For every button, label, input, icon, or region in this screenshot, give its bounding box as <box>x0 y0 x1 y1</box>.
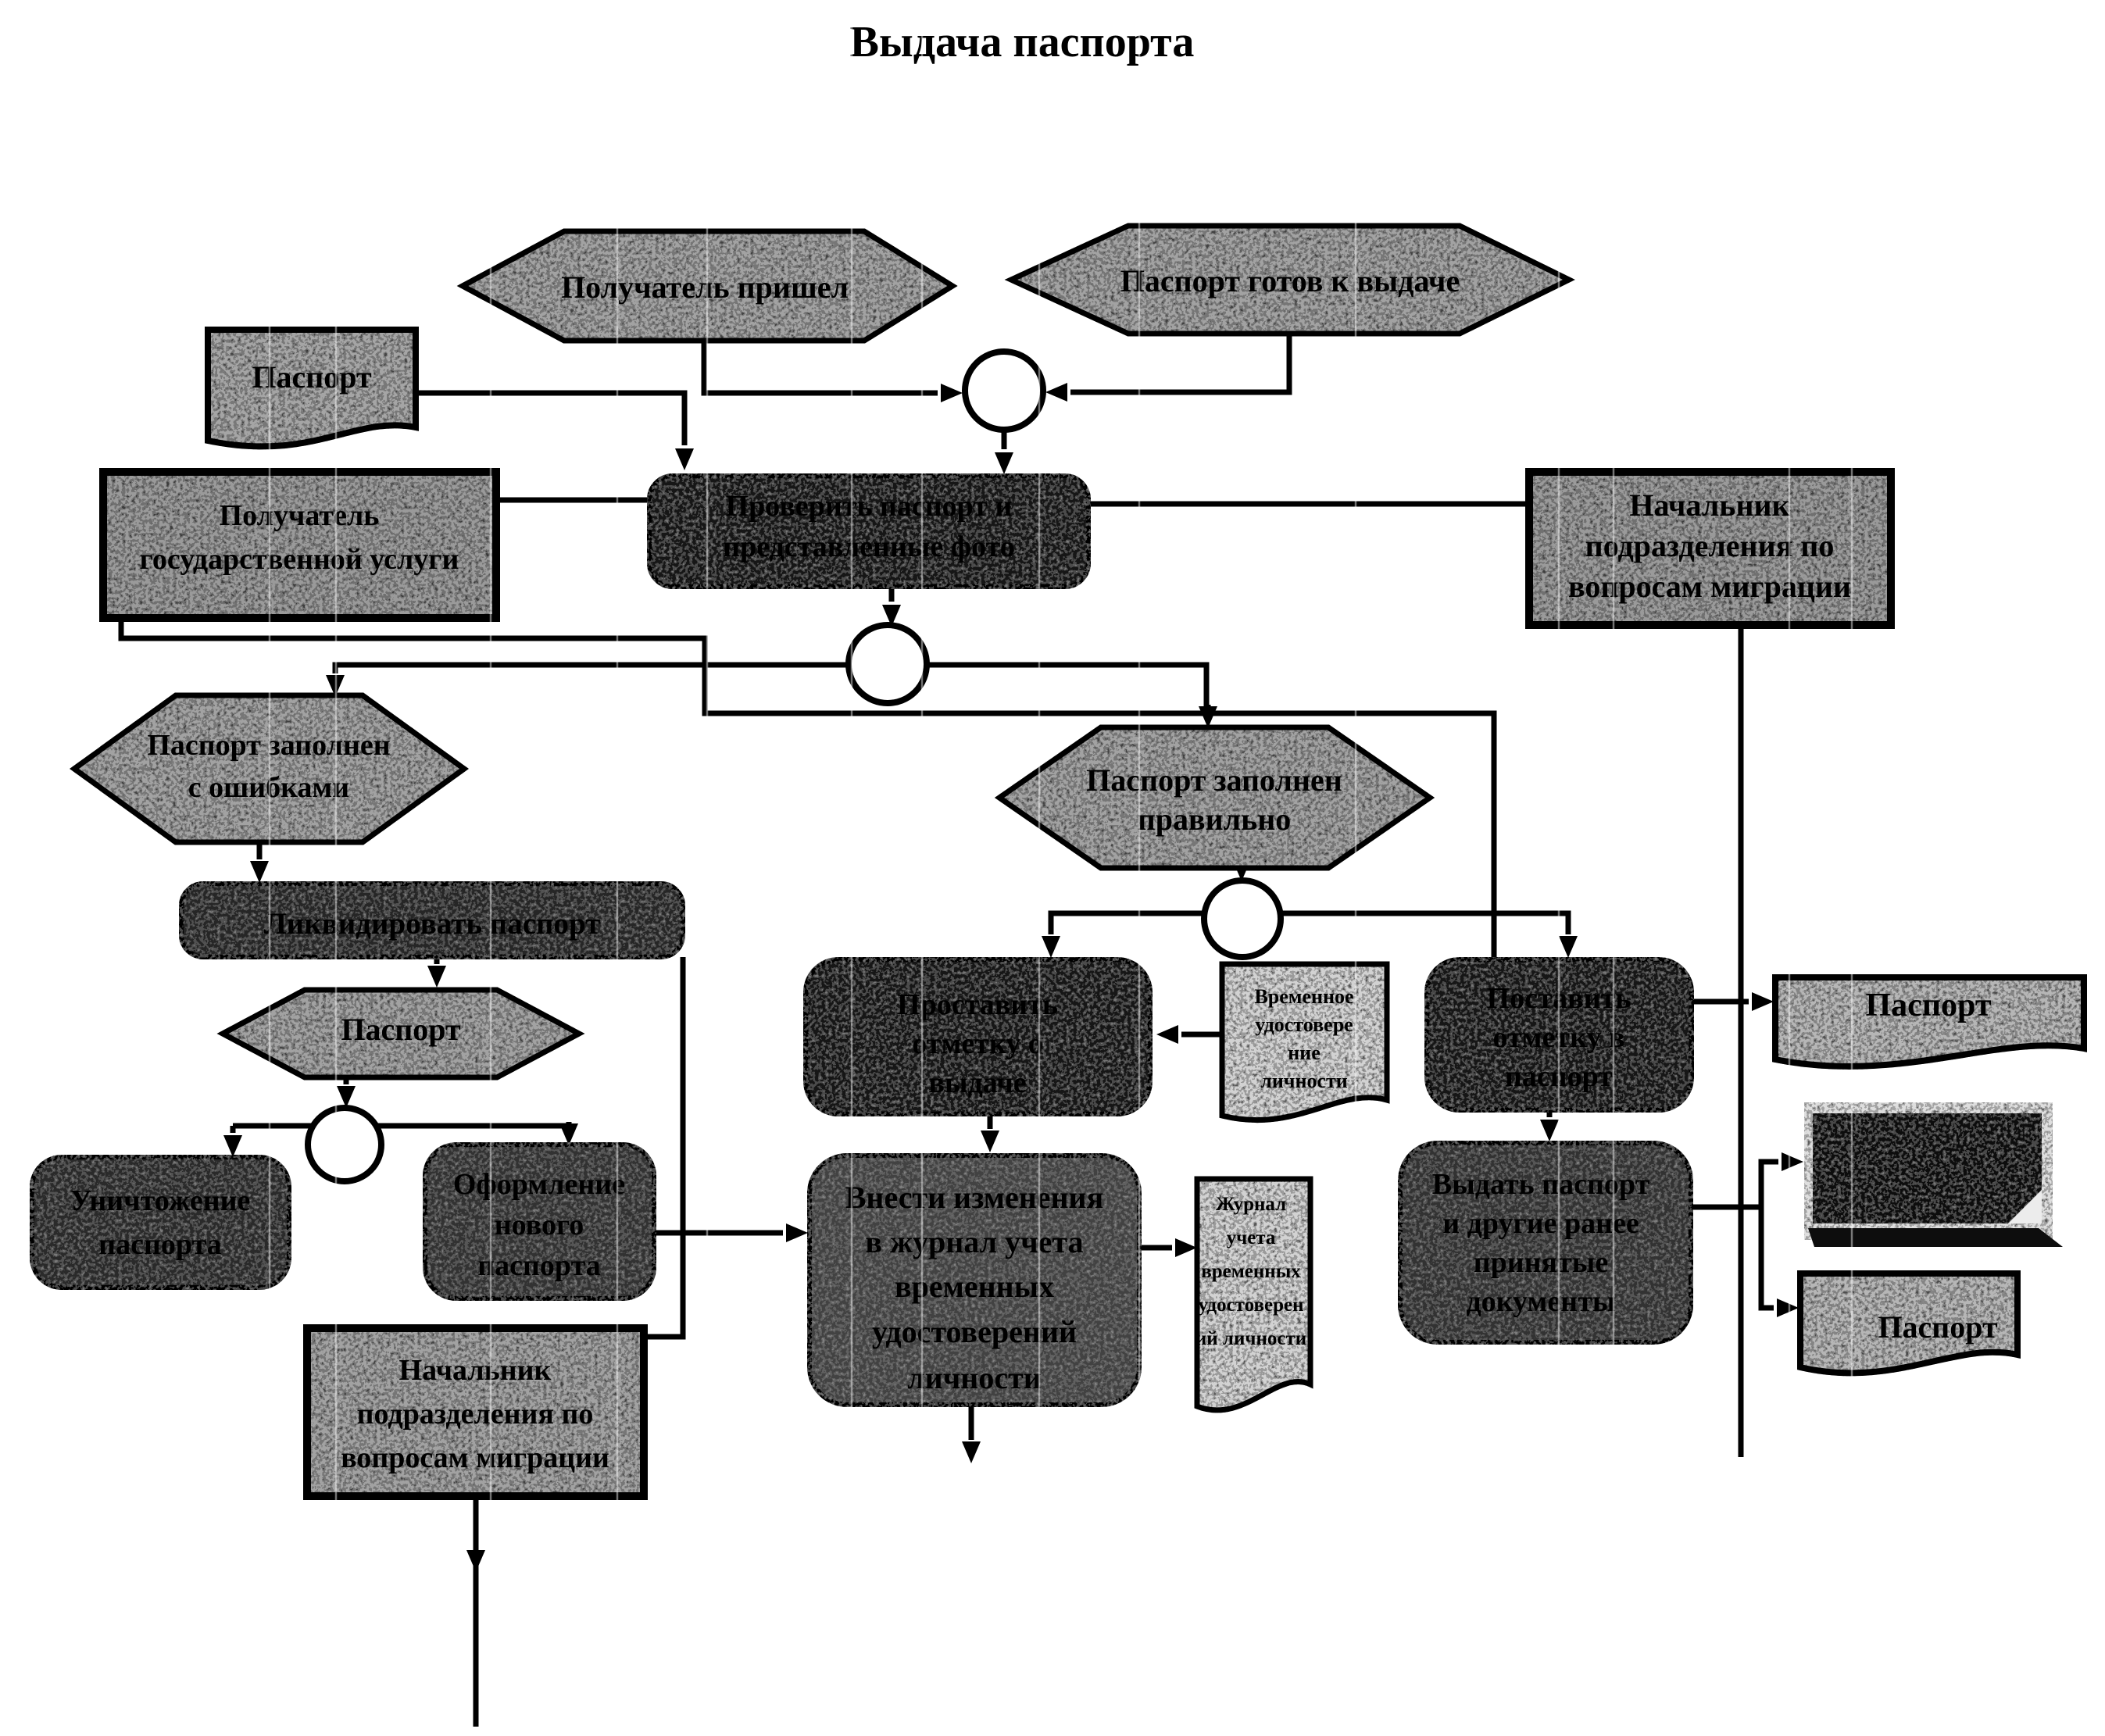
svg-text:Проставить: Проставить <box>897 988 1058 1021</box>
svg-text:вопросам миграции: вопросам миграции <box>341 1441 609 1474</box>
svg-text:Уничтожение: Уничтожение <box>70 1184 251 1217</box>
svg-text:паспорта: паспорта <box>98 1228 221 1261</box>
svg-text:и другие ранее: и другие ранее <box>1442 1207 1639 1240</box>
svg-text:Паспорт готов к выдаче: Паспорт готов к выдаче <box>1120 263 1460 298</box>
svg-text:подразделения по: подразделения по <box>357 1398 594 1431</box>
svg-text:Проверить паспорт и: Проверить паспорт и <box>726 490 1013 523</box>
svg-text:временных: временных <box>1201 1261 1301 1282</box>
svg-text:удостоверен: удостоверен <box>1199 1295 1304 1316</box>
svg-text:Начальник: Начальник <box>1629 488 1789 523</box>
svg-text:вопросам миграции: вопросам миграции <box>1568 569 1851 604</box>
svg-text:Паспорт: Паспорт <box>341 1012 461 1047</box>
svg-text:паспорт: паспорт <box>1505 1060 1613 1093</box>
svg-text:Начальник: Начальник <box>399 1354 552 1387</box>
svg-text:в журнал учета: в журнал учета <box>865 1224 1083 1259</box>
svg-text:Ликвидировать паспорт: Ликвидировать паспорт <box>264 907 601 941</box>
svg-text:отметку о: отметку о <box>912 1027 1042 1060</box>
svg-text:Получатель: Получатель <box>220 499 380 532</box>
svg-text:Журнал: Журнал <box>1216 1194 1286 1215</box>
svg-text:Временное: Временное <box>1254 985 1353 1008</box>
svg-text:Выдать паспорт: Выдать паспорт <box>1432 1168 1650 1201</box>
svg-text:подразделения по: подразделения по <box>1585 528 1835 563</box>
svg-text:Получатель пришел: Получатель пришел <box>561 270 849 305</box>
svg-text:ние: ние <box>1288 1041 1321 1064</box>
svg-text:учета: учета <box>1227 1227 1276 1248</box>
svg-text:Паспорт заполнен: Паспорт заполнен <box>1086 763 1342 798</box>
svg-text:удостоверений: удостоверений <box>872 1314 1077 1349</box>
svg-text:Паспорт заполнен: Паспорт заполнен <box>147 729 390 762</box>
svg-text:временных: временных <box>895 1269 1054 1304</box>
svg-text:личности: личности <box>907 1360 1042 1395</box>
svg-text:паспорта: паспорта <box>477 1249 600 1282</box>
svg-text:ий личности: ий личности <box>1195 1328 1306 1349</box>
svg-text:Паспорт: Паспорт <box>1866 988 1992 1023</box>
svg-text:принятые: принятые <box>1474 1246 1609 1279</box>
svg-text:Оформление: Оформление <box>453 1168 625 1201</box>
svg-text:личности: личности <box>1260 1070 1348 1092</box>
svg-text:удостовере: удостовере <box>1255 1013 1353 1036</box>
svg-text:Выдача паспорта: Выдача паспорта <box>850 18 1195 66</box>
svg-text:документы: документы <box>1466 1285 1615 1318</box>
svg-text:выдаче: выдаче <box>928 1066 1026 1099</box>
svg-text:государственной услуги: государственной услуги <box>140 543 459 576</box>
svg-text:Внести изменения: Внести изменения <box>845 1180 1104 1215</box>
svg-text:представленные фото: представленные фото <box>723 530 1015 563</box>
svg-text:Паспорт: Паспорт <box>252 359 372 395</box>
svg-text:нового: нового <box>495 1209 584 1241</box>
svg-text:Паспорт: Паспорт <box>1878 1309 1998 1345</box>
svg-text:Поставить: Поставить <box>1487 982 1631 1015</box>
svg-text:отметку в: отметку в <box>1493 1021 1625 1054</box>
svg-text:с ошибками: с ошибками <box>188 771 349 804</box>
svg-text:правильно: правильно <box>1138 802 1292 837</box>
